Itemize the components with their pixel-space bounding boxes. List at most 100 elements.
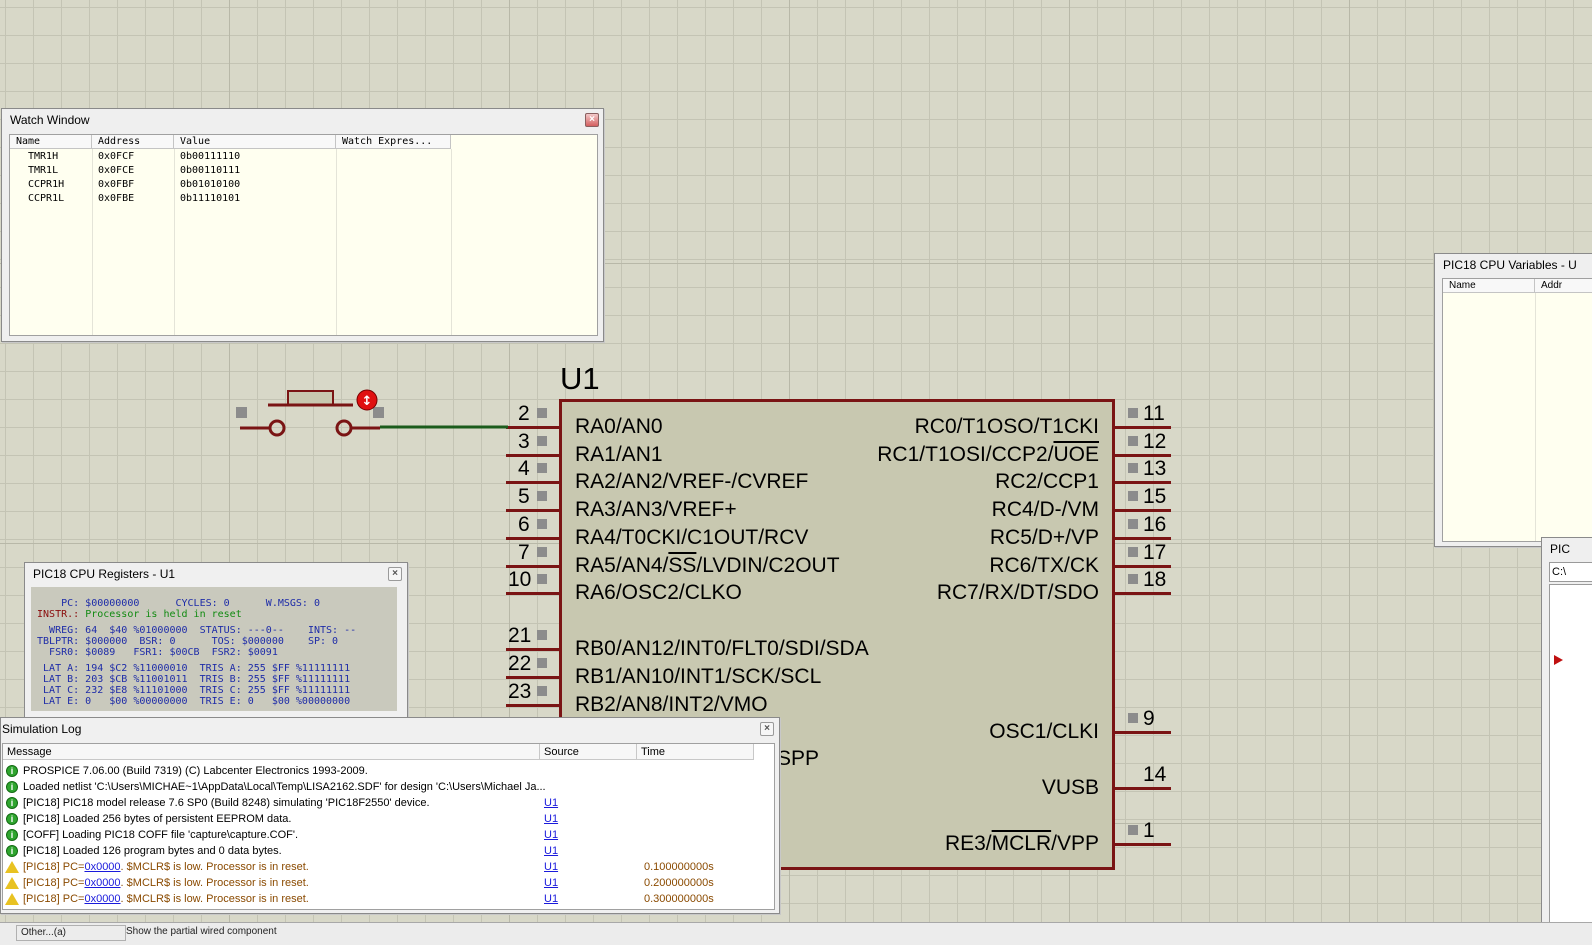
pin-marker bbox=[1128, 491, 1138, 501]
pin-number: 21 bbox=[508, 624, 532, 647]
info-icon: i bbox=[6, 781, 18, 793]
pin-line bbox=[506, 648, 560, 651]
column-header-source[interactable]: Source bbox=[540, 744, 637, 760]
pic-window-partial[interactable]: PIC C:\ bbox=[1541, 537, 1592, 929]
pin-marker bbox=[537, 630, 547, 640]
table-row[interactable]: CCPR1H 0x0FBF 0b01010100 bbox=[28, 179, 241, 190]
pin-marker bbox=[1128, 519, 1138, 529]
pin-line bbox=[506, 509, 560, 512]
pin-line bbox=[1115, 843, 1171, 846]
column-header-address[interactable]: Addr bbox=[1535, 279, 1592, 293]
table-row[interactable]: CCPR1L 0x0FBE 0b11110101 bbox=[28, 193, 241, 204]
pin-label-partial: SPP bbox=[777, 747, 820, 770]
source-link[interactable]: U1 bbox=[544, 877, 559, 889]
table-row[interactable]: TMR1L 0x0FCE 0b00110111 bbox=[28, 165, 241, 176]
register-line-pc: PC: $00000000 CYCLES: 0 W.MSGS: 0 bbox=[31, 598, 320, 609]
pin-number: 12 bbox=[1143, 430, 1167, 453]
pin-marker bbox=[1128, 574, 1138, 584]
info-icon: i bbox=[6, 845, 18, 857]
table-row[interactable]: TMR1H 0x0FCF 0b00111110 bbox=[28, 151, 241, 162]
pc-address-link[interactable]: 0x0000 bbox=[84, 861, 121, 873]
register-display: PC: $00000000 CYCLES: 0 W.MSGS: 0 INSTR.… bbox=[31, 587, 397, 711]
column-header-watch-expression[interactable]: Watch Expres... bbox=[336, 135, 451, 149]
pin-marker bbox=[537, 547, 547, 557]
pin-label: RA5/AN4/SS/LVDIN/C2OUT bbox=[575, 554, 840, 577]
pin-line bbox=[506, 592, 560, 595]
pin-label: RA0/AN0 bbox=[575, 415, 663, 438]
close-icon[interactable]: × bbox=[388, 567, 402, 581]
pin-marker bbox=[537, 491, 547, 501]
log-time: 0.200000000s bbox=[644, 877, 714, 889]
source-link[interactable]: U1 bbox=[544, 893, 559, 905]
pin-line bbox=[1115, 454, 1171, 457]
cpu-registers-window[interactable]: PIC18 CPU Registers - U1 × PC: $00000000… bbox=[24, 562, 408, 734]
pin-number: 11 bbox=[1143, 402, 1165, 425]
source-link[interactable]: U1 bbox=[544, 845, 559, 857]
column-header-address[interactable]: Address bbox=[92, 135, 174, 149]
status-message: Show the partial wired component bbox=[126, 926, 277, 937]
pin-number: 2 bbox=[518, 402, 530, 425]
pin-number: 15 bbox=[1143, 485, 1167, 508]
close-icon[interactable]: × bbox=[585, 113, 599, 127]
column-header-name[interactable]: Name bbox=[1443, 279, 1535, 293]
pin-marker bbox=[537, 519, 547, 529]
status-filter-box[interactable]: Other...(a) bbox=[16, 925, 126, 941]
source-link[interactable]: U1 bbox=[544, 797, 559, 809]
pin-line bbox=[506, 676, 560, 679]
column-header-value[interactable]: Value bbox=[174, 135, 336, 149]
simulation-log-list[interactable]: Message Source Time i PROSPICE 7.06.00 (… bbox=[2, 743, 775, 910]
pin-label: RC0/T1OSO/T1CKI bbox=[914, 415, 1099, 438]
pin-number: 10 bbox=[508, 568, 532, 591]
cpu-variables-window[interactable]: PIC18 CPU Variables - U Name Addr bbox=[1434, 253, 1592, 547]
cpu-variables-list[interactable]: Name Addr bbox=[1442, 278, 1592, 542]
pc-address-link[interactable]: 0x0000 bbox=[84, 877, 121, 889]
execution-pointer-icon bbox=[1554, 655, 1563, 665]
pin-number: 5 bbox=[518, 485, 530, 508]
register-line-tblptr: TBLPTR: $000000 BSR: 0 TOS: $000000 SP: … bbox=[31, 636, 339, 647]
register-line-wreg: WREG: 64 $40 %01000000 STATUS: ---0-- IN… bbox=[31, 625, 357, 636]
warning-icon bbox=[5, 877, 19, 889]
pin-line bbox=[1115, 592, 1171, 595]
watch-list[interactable]: Name Address Value Watch Expres... TMR1H… bbox=[9, 134, 598, 336]
pin-line bbox=[506, 565, 560, 568]
pc-address-link[interactable]: 0x0000 bbox=[84, 893, 121, 905]
pin-label: RA2/AN2/VREF-/CVREF bbox=[575, 470, 809, 493]
svg-text:↕: ↕ bbox=[362, 394, 373, 409]
pin-marker bbox=[537, 686, 547, 696]
path-field[interactable]: C:\ bbox=[1549, 562, 1592, 582]
pin-number: 1 bbox=[1143, 819, 1155, 842]
register-line-lat-e: LAT E: 0 $00 %00000000 TRIS E: 0 $00 %00… bbox=[31, 696, 351, 707]
column-header-time[interactable]: Time bbox=[637, 744, 754, 760]
register-line-lat-b: LAT B: 203 $CB %11001011 TRIS B: 255 $FF… bbox=[31, 674, 351, 685]
pin-number: 3 bbox=[518, 430, 530, 453]
pushbutton-switch[interactable]: ↕ bbox=[228, 383, 513, 443]
pin-marker bbox=[537, 658, 547, 668]
source-link[interactable]: U1 bbox=[544, 829, 559, 841]
pin-number: 13 bbox=[1143, 457, 1167, 480]
status-bar: Other...(a) Show the partial wired compo… bbox=[0, 922, 1592, 945]
pin-marker bbox=[1128, 825, 1138, 835]
pin-number: 18 bbox=[1143, 568, 1167, 591]
warning-icon bbox=[5, 893, 19, 905]
pin-number: 17 bbox=[1143, 541, 1167, 564]
source-link[interactable]: U1 bbox=[544, 861, 559, 873]
pin-label: RC1/T1OSI/CCP2/UOE bbox=[877, 443, 1099, 466]
log-time: 0.100000000s bbox=[644, 861, 714, 873]
pin-label: RC2/CCP1 bbox=[995, 470, 1099, 493]
close-icon[interactable]: × bbox=[760, 722, 774, 736]
pin-label: RA1/AN1 bbox=[575, 443, 663, 466]
watch-window[interactable]: Watch Window × Name Address Value Watch … bbox=[1, 108, 604, 342]
pin-line bbox=[1115, 731, 1171, 734]
source-link[interactable]: U1 bbox=[544, 813, 559, 825]
simulation-log-window[interactable]: Simulation Log × Message Source Time i P… bbox=[0, 717, 780, 914]
pin-number: 16 bbox=[1143, 513, 1167, 536]
pin-line bbox=[506, 704, 560, 707]
info-icon: i bbox=[6, 813, 18, 825]
pin-label: RA6/OSC2/CLKO bbox=[575, 581, 742, 604]
pin-line bbox=[506, 481, 560, 484]
column-header-name[interactable]: Name bbox=[10, 135, 92, 149]
source-pane[interactable] bbox=[1549, 584, 1592, 926]
pin-label: RC4/D-/VM bbox=[991, 498, 1099, 521]
column-header-message[interactable]: Message bbox=[3, 744, 540, 760]
pin-number: 7 bbox=[518, 541, 530, 564]
